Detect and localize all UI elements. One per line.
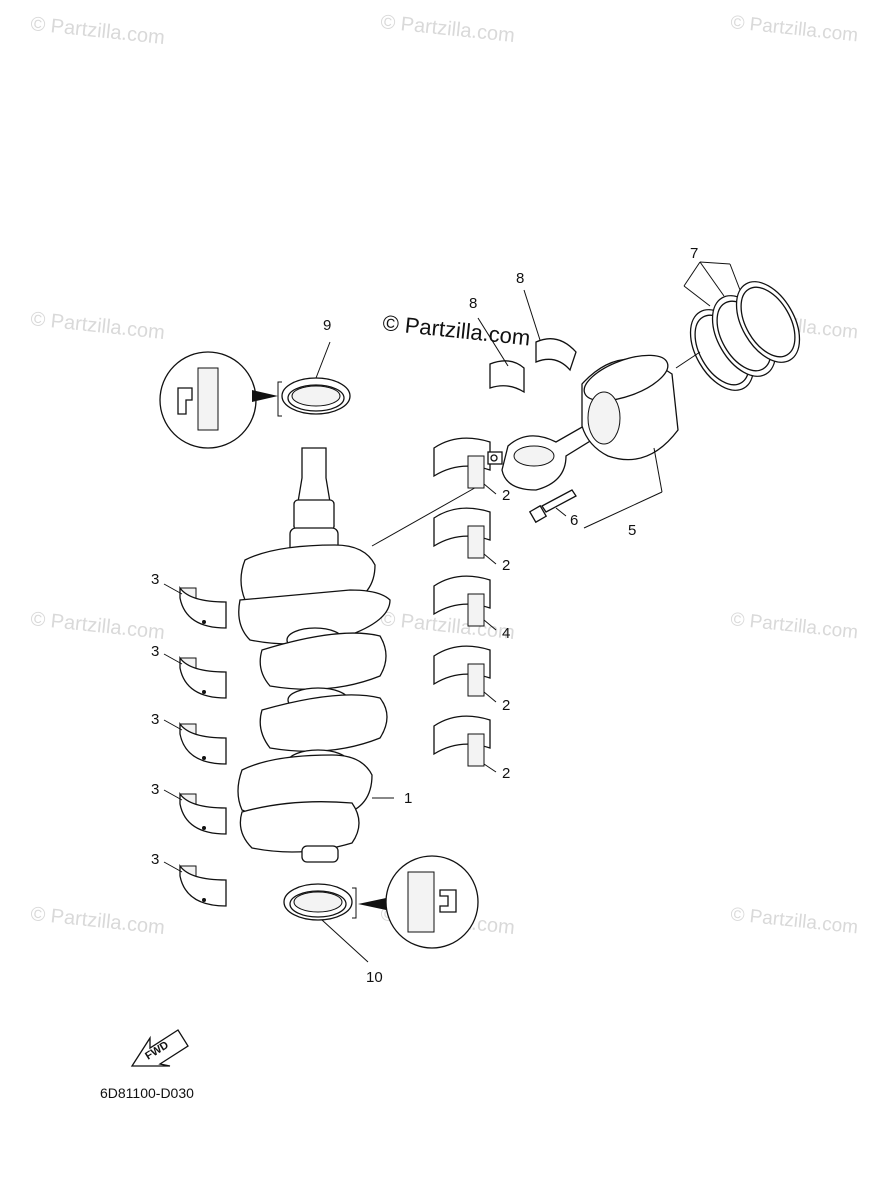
piston xyxy=(581,354,679,529)
lower-bearing-3 xyxy=(163,719,227,765)
callout-upper-bearing-1: 2 xyxy=(502,487,510,504)
callout-lower-bearing-1: 3 xyxy=(151,571,159,588)
watermark: © Partzilla.com xyxy=(379,608,515,644)
upper-bearing-4 xyxy=(433,715,497,773)
lower-bearing-1 xyxy=(163,583,227,629)
callout-upper-bearing-3: 2 xyxy=(502,697,510,714)
watermark: © Partzilla.com xyxy=(379,11,515,47)
conrod-bolt xyxy=(528,489,577,524)
piston-rings xyxy=(675,261,801,391)
callout-lower-bearing-5: 3 xyxy=(151,851,159,868)
leader-crank-conrod xyxy=(371,484,481,547)
crankshaft xyxy=(237,447,394,863)
callout-upper-bearing-2: 2 xyxy=(502,557,510,574)
watermark: © Partzilla.com xyxy=(29,903,165,939)
callout-lower-bearing-4: 3 xyxy=(151,781,159,798)
diagram-code: 6D81100-D030 xyxy=(100,1085,194,1101)
watermark: © Partzilla.com xyxy=(29,13,165,49)
conrod-bearing-b xyxy=(523,289,577,372)
lower-bearing-4 xyxy=(163,789,227,835)
callout-thrust-bearing: 4 xyxy=(502,625,510,642)
upper-oil-seal xyxy=(281,341,351,415)
callout-piston-rings: 7 xyxy=(690,245,698,262)
center-watermark: © Partzilla.com xyxy=(381,310,531,350)
upper-bearing-3 xyxy=(433,645,497,703)
lower-bearing-5 xyxy=(163,861,227,907)
callout-upper-bearing-4: 2 xyxy=(502,765,510,782)
callout-conrod-bearing-b: 8 xyxy=(516,270,524,287)
callout-lower-oil-seal: 10 xyxy=(366,969,383,986)
callout-piston-assembly: 5 xyxy=(628,522,636,539)
lower-oil-seal xyxy=(283,883,369,963)
lower-bearing-2 xyxy=(163,653,227,699)
callout-conrod-bearing-a: 8 xyxy=(469,295,477,312)
watermark: © Partzilla.com xyxy=(29,308,165,344)
thrust-bearing xyxy=(433,575,497,631)
upper-bearing-1 xyxy=(433,437,497,495)
watermark: © Partzilla.com xyxy=(729,12,859,46)
watermark: © Partzilla.com xyxy=(729,904,859,938)
callout-lower-bearing-3: 3 xyxy=(151,711,159,728)
watermark: © Partzilla.com xyxy=(729,609,859,643)
callout-crankshaft: 1 xyxy=(404,790,412,807)
watermark: © Partzilla.com xyxy=(29,608,165,644)
upper-bearing-2 xyxy=(433,507,497,565)
fwd-arrow-icon: FWD xyxy=(130,1029,189,1067)
callout-lower-bearing-2: 3 xyxy=(151,643,159,660)
conrod-bearing-a xyxy=(477,317,525,394)
upper-seal-detail xyxy=(159,351,282,449)
watermark-group: © Partzilla.com © Partzilla.com © Partzi… xyxy=(29,11,859,939)
callout-upper-oil-seal: 9 xyxy=(323,317,331,334)
lower-seal-detail xyxy=(352,855,479,949)
callout-conrod-bolt: 6 xyxy=(570,512,578,529)
